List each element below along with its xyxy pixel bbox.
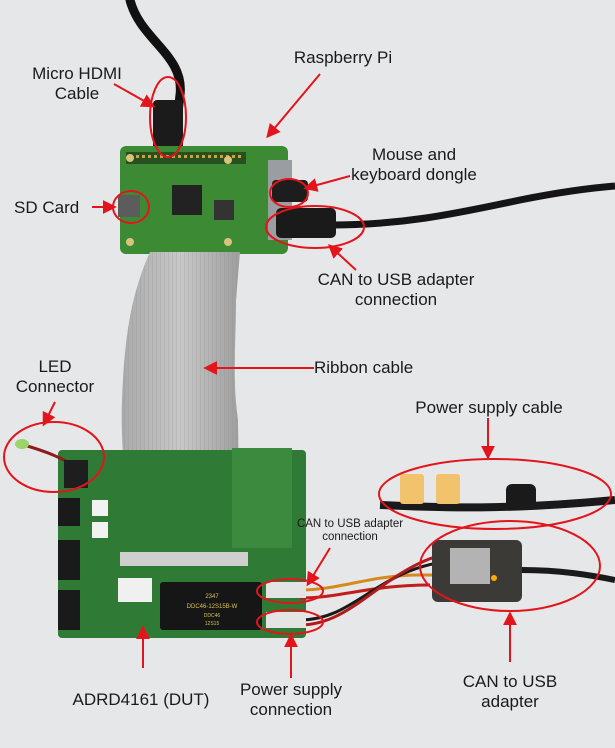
dcdc-text-1: 2347	[205, 594, 219, 600]
hdmi-arrow	[113, 83, 156, 108]
dcdc-module	[160, 582, 262, 630]
label-mouse-dongle: Mouse and keyboard dongle	[348, 145, 480, 185]
hdmi-highlight	[149, 76, 187, 158]
label-sd-card-text: SD Card	[14, 198, 80, 217]
dcdc-text-4: 12S15	[205, 621, 220, 627]
label-can-usb-conn-small-text: CAN to USB adapter connection	[296, 518, 404, 543]
label-power-supply-cable-text: Power supply cable	[415, 398, 563, 417]
wago-connector-1	[400, 474, 424, 504]
label-can-usb-conn-top: CAN to USB adapter connection	[296, 270, 496, 310]
label-sd-card: SD Card	[14, 198, 104, 218]
led-bulb	[15, 439, 29, 449]
label-raspberry-pi: Raspberry Pi	[278, 48, 408, 68]
dcdc-text-3: DDC46	[204, 613, 221, 619]
ferrite-core	[506, 484, 536, 510]
label-led-connector-text: LED Connector	[15, 357, 95, 396]
power-cable-highlight	[378, 458, 612, 530]
small-can-conn-highlight	[256, 578, 324, 604]
can-usb-plug	[276, 208, 336, 238]
wago-connector-2	[436, 474, 460, 504]
hdmi-cable	[125, 0, 185, 135]
power-supply-cable	[379, 496, 615, 512]
raspberry-pi-board	[118, 146, 292, 254]
rpi-arrow	[266, 73, 321, 139]
label-ribbon-cable-text: Ribbon cable	[314, 358, 414, 377]
label-led-connector: LED Connector	[2, 357, 108, 397]
label-adrd4161-text: ADRD4161 (DUT)	[72, 690, 210, 709]
label-can-usb-adapter-text: CAN to USB adapter	[462, 672, 558, 711]
can-usb-adapter-highlight	[419, 520, 601, 612]
mouse-keyboard-dongle	[272, 180, 308, 202]
label-micro-hdmi: Micro HDMI Cable	[20, 64, 134, 104]
hdmi-plug	[153, 100, 183, 152]
dongle-arrow	[303, 175, 351, 192]
label-power-supply-conn: Power supply connection	[226, 680, 356, 720]
label-power-supply-cable: Power supply cable	[394, 398, 584, 418]
label-mouse-dongle-text: Mouse and keyboard dongle	[351, 145, 477, 184]
label-can-usb-adapter: CAN to USB adapter	[450, 672, 570, 712]
label-can-usb-conn-small: CAN to USB adapter connection	[288, 518, 412, 544]
can-usb-cable	[329, 182, 615, 229]
power-wires	[299, 573, 440, 592]
label-micro-hdmi-text: Micro HDMI Cable	[32, 64, 122, 103]
can-conn-arrow	[327, 244, 357, 271]
label-power-supply-conn-text: Power supply connection	[239, 680, 343, 719]
label-can-usb-conn-top-text: CAN to USB adapter connection	[317, 270, 475, 309]
dcdc-text-2: DDC46-12S15B-W	[187, 604, 238, 610]
small-can-arrow	[306, 547, 331, 587]
dongle-highlight	[269, 178, 309, 208]
label-adrd4161: ADRD4161 (DUT)	[62, 690, 220, 710]
label-ribbon-cable: Ribbon cable	[314, 358, 444, 378]
led-arrow	[42, 401, 56, 427]
can-usb-conn-highlight	[265, 205, 365, 249]
led-connector-plug	[64, 460, 88, 488]
label-raspberry-pi-text: Raspberry Pi	[293, 48, 393, 67]
